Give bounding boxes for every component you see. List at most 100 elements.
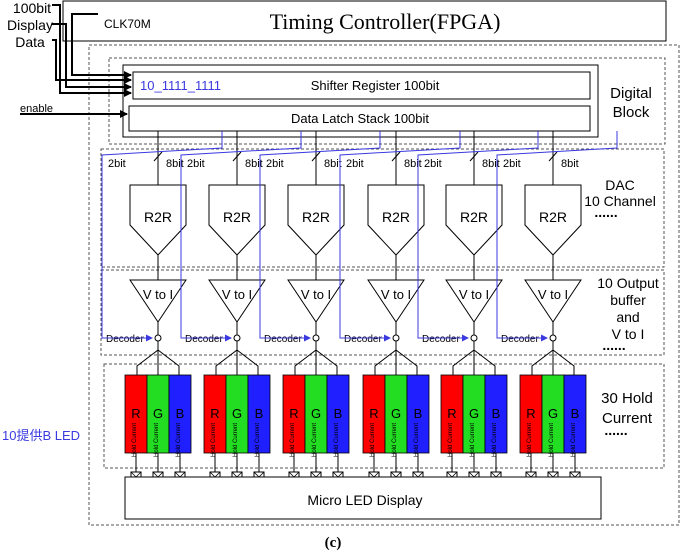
fanout-b-5 — [473, 349, 496, 375]
buffer-section-label-4: V to I — [612, 326, 645, 342]
bus-8bit-label-1: 8bit — [166, 158, 184, 170]
subpixel-letter-b-4: B — [414, 406, 423, 421]
control-2bit-path-4 — [339, 131, 461, 342]
subpixel-letter-r-3: R — [289, 406, 298, 421]
fanout-b-6 — [552, 349, 575, 375]
subpixel-caption-r-4: Hold Current — [370, 423, 376, 457]
subpixel-caption-b-4: Hold Current — [414, 423, 420, 457]
buffer-section-ellipsis: ...... — [602, 337, 625, 353]
subpixel-letter-g-1: G — [153, 406, 163, 421]
v-to-i-label-2: V to I — [222, 287, 252, 302]
buffer-section-label-2: buffer — [610, 292, 646, 308]
fanout-r-2 — [215, 341, 238, 375]
subpixel-letter-r-5: R — [447, 406, 456, 421]
dac-section-label-2: 10 Channel — [584, 193, 656, 209]
decoder-node-1 — [154, 334, 162, 342]
bus-slash-6 — [548, 151, 558, 162]
fanout-r-1 — [136, 341, 159, 375]
v-to-i-label-1: V to I — [143, 287, 173, 302]
dac-section-label-1: DAC — [605, 177, 635, 193]
bus-slash-1 — [153, 151, 163, 162]
control-2bit-path-1 — [101, 131, 223, 342]
control-2bit-path-6 — [496, 131, 618, 342]
bus-2bit-label-4: 2bit — [346, 158, 364, 170]
subpixel-caption-g-3: Hold Current — [312, 423, 318, 457]
fanout-r-6 — [531, 341, 554, 375]
digital-block-label-2: Block — [613, 104, 650, 121]
bus-2bit-label-1: 2bit — [108, 158, 126, 170]
bus-slash-3 — [311, 151, 321, 162]
r2r-dac-4 — [367, 184, 425, 256]
subpixel-caption-r-5: Hold Current — [448, 423, 454, 457]
latch-label: Data Latch Stack 100bit — [291, 111, 429, 126]
subpixel-caption-r-6: Hold Current — [527, 423, 533, 457]
fanout-b-3 — [315, 349, 338, 375]
micro-led-display-label: Micro LED Display — [307, 492, 422, 508]
subpixel-caption-b-3: Hold Current — [334, 423, 340, 457]
subpixel-letter-b-1: B — [176, 406, 185, 421]
decoder-label-2: Decoder — [185, 334, 223, 345]
r2r-label-6: R2R — [539, 209, 567, 225]
r2r-dac-6 — [524, 184, 582, 256]
hold-section-label-1: 30 Hold — [601, 390, 653, 407]
controller-title: Timing Controller(FPGA) — [270, 9, 501, 34]
decoder-label-6: Decoder — [501, 334, 539, 345]
subpixel-letter-r-4: R — [369, 406, 378, 421]
v-to-i-label-5: V to I — [459, 287, 489, 302]
r2r-label-2: R2R — [223, 209, 251, 225]
buffer-section-label-1: 10 Output — [597, 275, 659, 291]
subpixel-caption-g-5: Hold Current — [470, 423, 476, 457]
v-to-i-converter-1 — [129, 279, 187, 323]
clock-label: CLK70M — [104, 17, 151, 31]
buffer-section-label-3: and — [616, 309, 639, 325]
fanout-r-3 — [294, 341, 317, 375]
bus-8bit-label-3: 8bit — [324, 158, 342, 170]
bus-2bit-label-2: 2bit — [187, 158, 205, 170]
decoder-label-4: Decoder — [344, 334, 382, 345]
decoder-node-6 — [549, 334, 557, 342]
v-to-i-converter-5 — [445, 279, 503, 323]
micro-led-display — [124, 476, 602, 520]
subpixel-caption-g-2: Hold Current — [233, 423, 239, 457]
decoder-node-3 — [312, 334, 320, 342]
bus-8bit-label-2: 8bit — [245, 158, 263, 170]
subpixel-caption-r-3: Hold Current — [290, 423, 296, 457]
dac-section-ellipsis: ...... — [594, 204, 617, 220]
r2r-dac-3 — [287, 184, 345, 256]
v-to-i-label-4: V to I — [381, 287, 411, 302]
v-to-i-converter-6 — [524, 279, 582, 323]
r2r-label-5: R2R — [460, 209, 488, 225]
bus-2bit-label-3: 2bit — [266, 158, 284, 170]
bus-2bit-label-5: 2bit — [424, 158, 442, 170]
dac-section — [100, 148, 665, 268]
bus-8bit-label-4: 8bit — [404, 158, 422, 170]
fanout-b-2 — [236, 349, 259, 375]
decoder-label-3: Decoder — [264, 334, 302, 345]
data-latch-stack — [128, 105, 591, 132]
v-to-i-converter-3 — [287, 279, 345, 323]
hold-section-ellipsis: ...... — [604, 422, 627, 438]
decoder-label-5: Decoder — [422, 334, 460, 345]
v-to-i-label-3: V to I — [301, 287, 331, 302]
subpixel-letter-g-5: G — [469, 406, 479, 421]
subpixel-letter-r-1: R — [131, 406, 140, 421]
subpixel-letter-g-6: G — [548, 406, 558, 421]
subpixel-letter-b-6: B — [571, 406, 580, 421]
subpixel-caption-r-1: Hold Current — [132, 423, 138, 457]
fanout-b-1 — [157, 349, 180, 375]
enable-label: enable — [20, 103, 53, 115]
r2r-dac-2 — [208, 184, 266, 256]
subpixel-letter-r-2: R — [210, 406, 219, 421]
r2r-dac-1 — [129, 184, 187, 256]
bus-slash-5 — [469, 151, 479, 162]
decoder-node-5 — [470, 334, 478, 342]
bus-slash-2 — [232, 151, 242, 162]
r2r-label-4: R2R — [382, 209, 410, 225]
fanout-r-4 — [374, 341, 397, 375]
v-to-i-label-6: V to I — [538, 287, 568, 302]
subpixel-letter-b-3: B — [334, 406, 343, 421]
fanout-r-5 — [452, 341, 475, 375]
input-data-label-2: Display — [7, 17, 53, 33]
